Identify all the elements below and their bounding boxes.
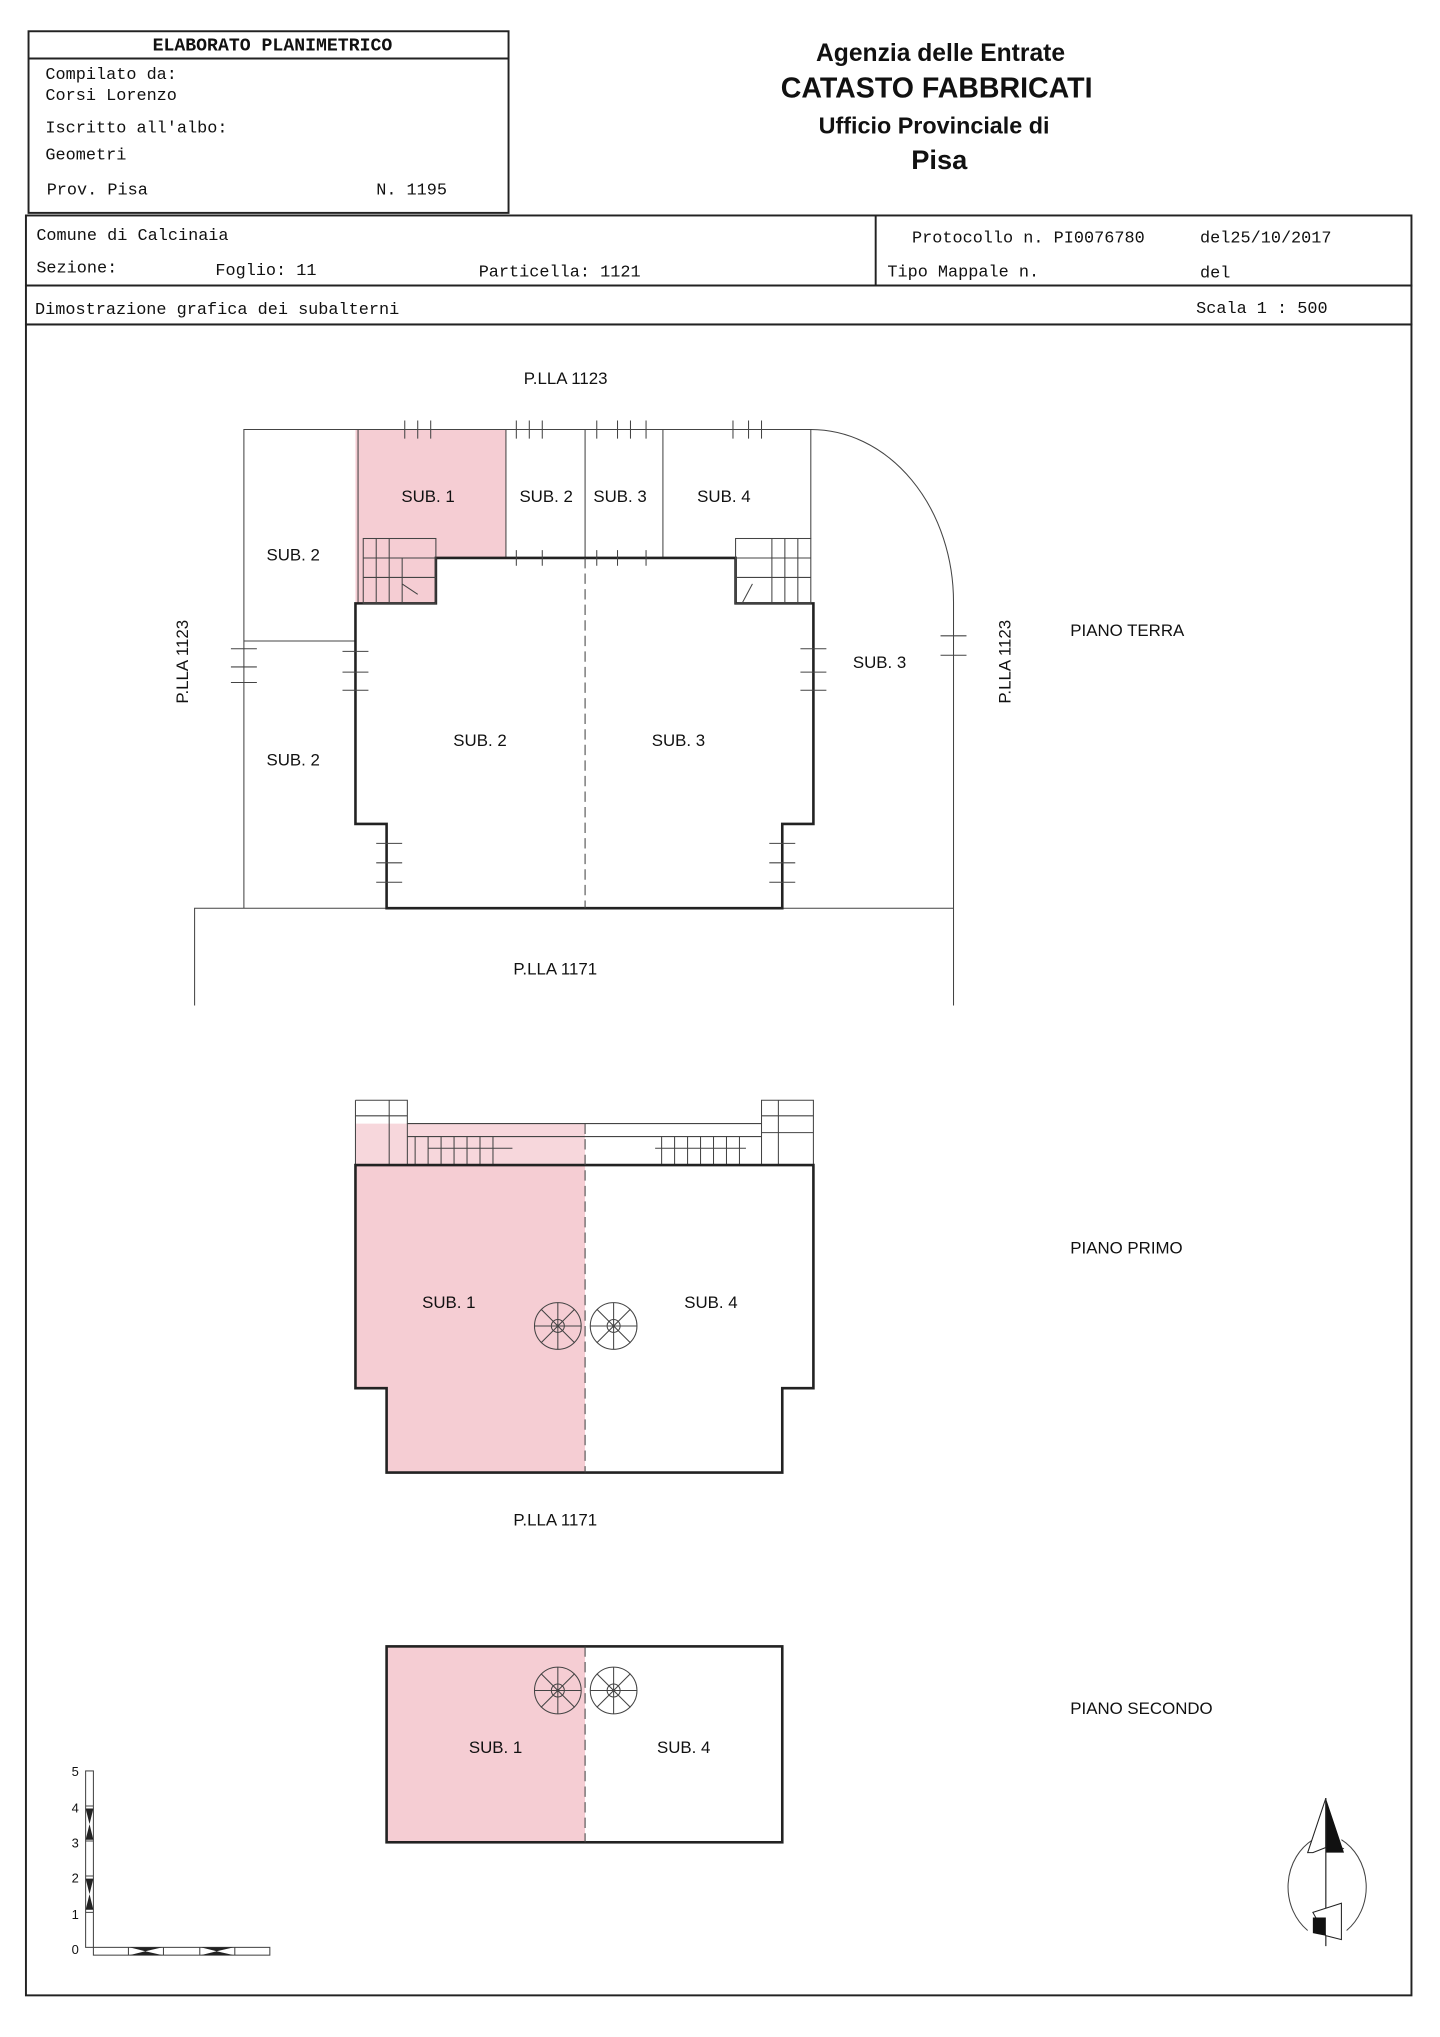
scale-tick: 1: [72, 1907, 79, 1922]
floor-label: PIANO PRIMO: [1070, 1238, 1182, 1257]
stairs-icon: [362, 537, 812, 604]
agency-heading: Agenzia delle Entrate CATASTO FABBRICATI…: [781, 40, 1093, 175]
document-title: ELABORATO PLANIMETRICO: [153, 37, 393, 57]
info-block: Comune di Calcinaia Sezione: Foglio: 11 …: [24, 214, 1413, 326]
office-city: Pisa: [911, 144, 968, 175]
scale: Scala 1 : 500: [1196, 300, 1328, 319]
compiled-by-label: Compilato da:: [45, 66, 177, 85]
scale-tick: 0: [72, 1942, 79, 1957]
label-sub-4: SUB. 4: [684, 1293, 737, 1312]
label-sub-3: SUB. 3: [593, 487, 646, 506]
second-floor-plan: SUB. 1 SUB. 4 PIANO SECONDO: [385, 1645, 1213, 1844]
boundary-tick-marks: [230, 420, 967, 883]
neighbor-right: P.LLA 1123: [996, 620, 1015, 704]
registered-label: Iscritto all'albo:: [45, 119, 227, 138]
scale-tick: 4: [72, 1800, 79, 1815]
floor-label: PIANO SECONDO: [1070, 1699, 1212, 1718]
label-sub-3: SUB. 3: [853, 653, 906, 672]
north-arrow-icon: [1287, 1798, 1367, 1947]
label-sub-2: SUB. 2: [266, 751, 319, 770]
label-sub-1: SUB. 1: [469, 1738, 522, 1757]
label-sub-4: SUB. 4: [697, 487, 750, 506]
spiral-stairs-icon: [533, 1302, 638, 1350]
ground-floor-plan: SUB. 1 SUB. 2 SUB. 3 SUB. 4 SUB. 2 SUB. …: [173, 369, 1185, 1006]
comune: Comune di Calcinaia: [36, 227, 228, 246]
tipo-mappale-date: del: [1200, 265, 1230, 284]
neighbor-bottom: P.LLA 1171: [513, 1511, 597, 1530]
compiled-by: Corsi Lorenzo: [45, 87, 177, 106]
registered: Geometri: [45, 147, 126, 166]
agency-name: Agenzia delle Entrate: [816, 40, 1065, 67]
title-block: ELABORATO PLANIMETRICO Compilato da: Cor…: [27, 30, 510, 214]
spiral-stairs-icon: [533, 1666, 638, 1715]
description: Dimostrazione grafica dei subalterni: [35, 301, 399, 320]
scale-bar: 0 1 2 3 4 5: [72, 1764, 271, 1957]
label-sub-3: SUB. 3: [652, 731, 705, 750]
neighbor-bottom: P.LLA 1171: [513, 959, 597, 978]
first-floor-plan: SUB. 1 SUB. 4 P.LLA 1171 PIANO PRIMO: [354, 1099, 1183, 1530]
registry-name: CATASTO FABBRICATI: [781, 72, 1093, 104]
label-sub-1: SUB. 1: [401, 487, 454, 506]
foglio: Foglio: 11: [215, 262, 316, 281]
neighbor-left: P.LLA 1123: [173, 620, 192, 704]
protocollo-date: del25/10/2017: [1200, 230, 1332, 249]
label-sub-2: SUB. 2: [453, 731, 506, 750]
scale-tick: 5: [72, 1764, 79, 1779]
registration-number: N. 1195: [376, 182, 447, 201]
neighbor-top: P.LLA 1123: [524, 369, 608, 388]
label-sub-2: SUB. 2: [266, 546, 319, 565]
tipo-mappale: Tipo Mappale n.: [887, 263, 1039, 282]
scale-tick: 2: [72, 1871, 79, 1886]
label-sub-1: SUB. 1: [422, 1293, 475, 1312]
label-sub-2: SUB. 2: [519, 487, 572, 506]
office-name: Ufficio Provinciale di: [819, 113, 1050, 139]
label-sub-4: SUB. 4: [657, 1738, 710, 1757]
province: Prov. Pisa: [47, 182, 148, 201]
sezione: Sezione:: [36, 260, 117, 279]
floor-label: PIANO TERRA: [1070, 621, 1185, 640]
scale-tick: 3: [72, 1835, 79, 1850]
drawing-frame: [24, 323, 1413, 1997]
particella: Particella: 1121: [479, 263, 641, 282]
protocollo: Protocollo n. PI0076780: [912, 230, 1145, 249]
